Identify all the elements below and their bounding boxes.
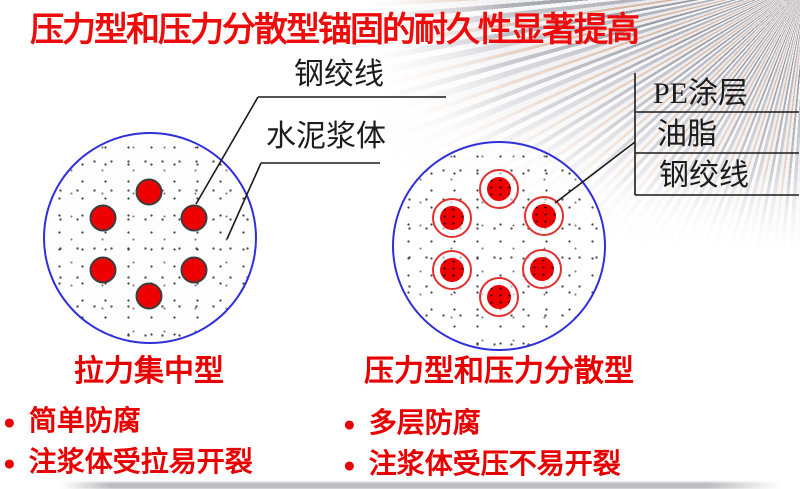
steel-strand-dot	[440, 258, 464, 282]
coated-strand-ring	[479, 169, 519, 209]
coated-strand-ring	[432, 198, 472, 238]
strand-label-right: 钢绞线	[659, 159, 749, 192]
slide-title: 压力型和压力分散型锚固的耐久性显著提高	[30, 12, 640, 49]
steel-strand-dot	[180, 204, 208, 232]
left-cross-section-circle	[43, 132, 257, 344]
right-cross-section-circle	[392, 141, 606, 351]
steel-strand-dot	[487, 285, 511, 309]
right-diagram-caption: 压力型和压力分散型	[364, 355, 634, 388]
bullet-text: 注浆体受压不易开裂	[368, 449, 621, 480]
steel-strand-dot	[135, 178, 163, 206]
left-bullet-list: ● 简单防腐 ● 注浆体受拉易开裂	[3, 404, 253, 486]
coated-strand-ring	[524, 196, 564, 236]
strand-label: 钢绞线	[294, 58, 384, 91]
bullet-item: ● 简单防腐	[3, 404, 253, 440]
steel-strand-dot	[135, 282, 163, 310]
steel-strand-dot	[89, 204, 117, 232]
left-diagram-caption: 拉力集中型	[74, 355, 224, 388]
steel-strand-dot	[440, 206, 464, 230]
right-bullet-list: ● 多层防腐 ● 注浆体受压不易开裂	[343, 406, 621, 488]
coated-strand-ring	[479, 277, 519, 317]
steel-strand-dot	[487, 177, 511, 201]
bullet-icon: ●	[343, 411, 356, 436]
bottom-shadow-band	[60, 482, 780, 489]
steel-strand-dot	[89, 256, 117, 284]
steel-strand-dot	[180, 256, 208, 284]
bullet-icon: ●	[3, 450, 16, 475]
bullet-item: ● 多层防腐	[343, 406, 621, 442]
bullet-icon: ●	[343, 452, 356, 477]
steel-strand-dot	[532, 204, 556, 228]
pe-coating-label: PE涂层	[653, 77, 749, 110]
bullet-text: 多层防腐	[368, 408, 481, 439]
coated-strand-ring	[432, 250, 472, 290]
bullet-text: 注浆体受拉易开裂	[28, 447, 253, 478]
bullet-icon: ●	[3, 409, 16, 434]
coated-strand-ring	[522, 249, 562, 289]
bullet-text: 简单防腐	[28, 406, 141, 437]
steel-strand-dot	[530, 257, 554, 281]
bullet-item: ● 注浆体受拉易开裂	[3, 445, 253, 481]
grout-label: 水泥浆体	[266, 120, 386, 153]
grease-label: 油脂	[657, 118, 717, 151]
bullet-item: ● 注浆体受压不易开裂	[343, 447, 621, 483]
